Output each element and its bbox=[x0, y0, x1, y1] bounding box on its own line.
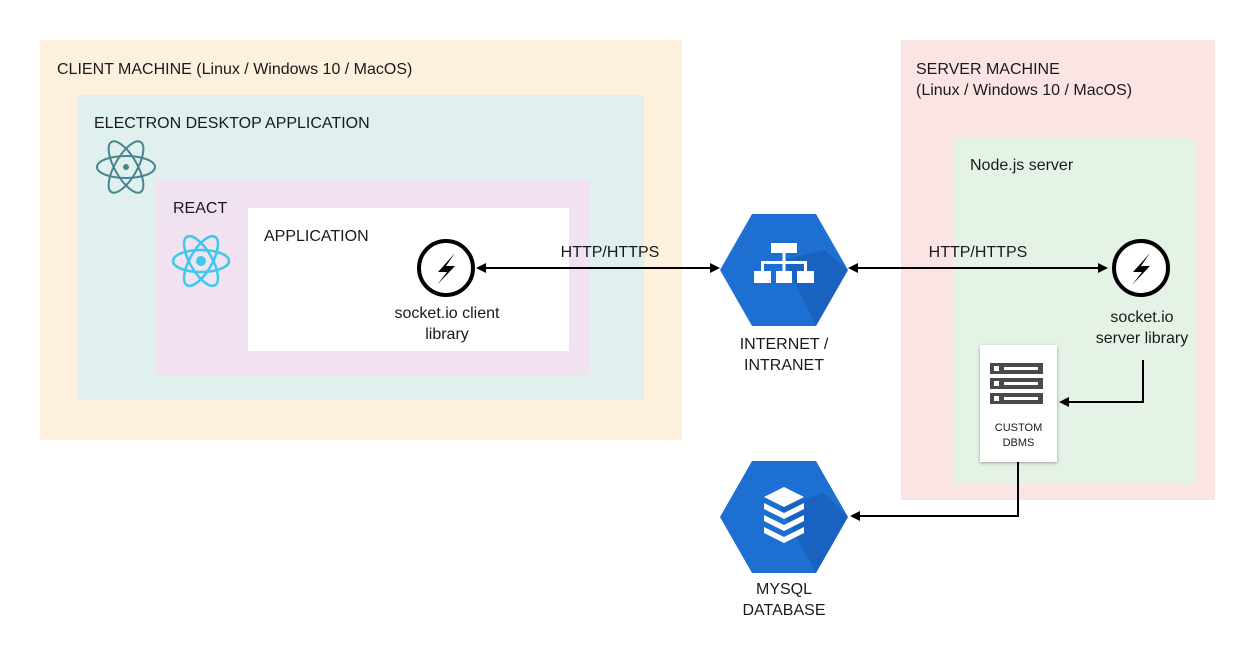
dbms-mysql-connector bbox=[850, 462, 1019, 521]
socket-server-label-line2: server library bbox=[1095, 330, 1189, 347]
nodejs-server-label: Node.js server bbox=[970, 157, 1074, 174]
internet-label-line2: INTRANET bbox=[744, 357, 824, 374]
socket-client-label-line2: library bbox=[425, 326, 469, 343]
electron-label: ELECTRON DESKTOP APPLICATION bbox=[94, 115, 370, 132]
application-box bbox=[248, 208, 569, 351]
mysql-label-line2: DATABASE bbox=[742, 602, 826, 619]
internet-label-line1: INTERNET / bbox=[739, 336, 829, 353]
mysql-label-line1: MYSQL bbox=[755, 581, 812, 598]
socket-dbms-connector bbox=[1059, 360, 1144, 407]
database-hexagon-icon bbox=[720, 461, 848, 573]
electron-atom-icon bbox=[96, 140, 156, 194]
react-label: REACT bbox=[173, 200, 228, 217]
custom-dbms-card: CUSTOM DBMS bbox=[980, 345, 1057, 462]
server-rack-icon bbox=[990, 363, 1043, 404]
socket-client-label-line1: socket.io client bbox=[394, 305, 500, 322]
server-machine-title-line2: (Linux / Windows 10 / MacOS) bbox=[916, 82, 1133, 99]
client-machine-title: CLIENT MACHINE (Linux / Windows 10 / Mac… bbox=[57, 61, 413, 78]
application-label: APPLICATION bbox=[264, 228, 369, 245]
server-machine-title-line1: SERVER MACHINE bbox=[916, 61, 1060, 78]
network-hexagon-icon bbox=[720, 214, 848, 326]
left-protocol-label: HTTP/HTTPS bbox=[560, 244, 660, 261]
socketio-server-icon bbox=[1112, 239, 1170, 297]
dbms-label-line1: CUSTOM bbox=[994, 422, 1043, 434]
socketio-client-icon bbox=[417, 239, 475, 297]
react-atom-icon bbox=[171, 234, 231, 288]
right-protocol-label: HTTP/HTTPS bbox=[928, 244, 1028, 261]
dbms-label-line2: DBMS bbox=[1002, 437, 1035, 449]
socket-server-label-line1: socket.io bbox=[1110, 309, 1174, 326]
